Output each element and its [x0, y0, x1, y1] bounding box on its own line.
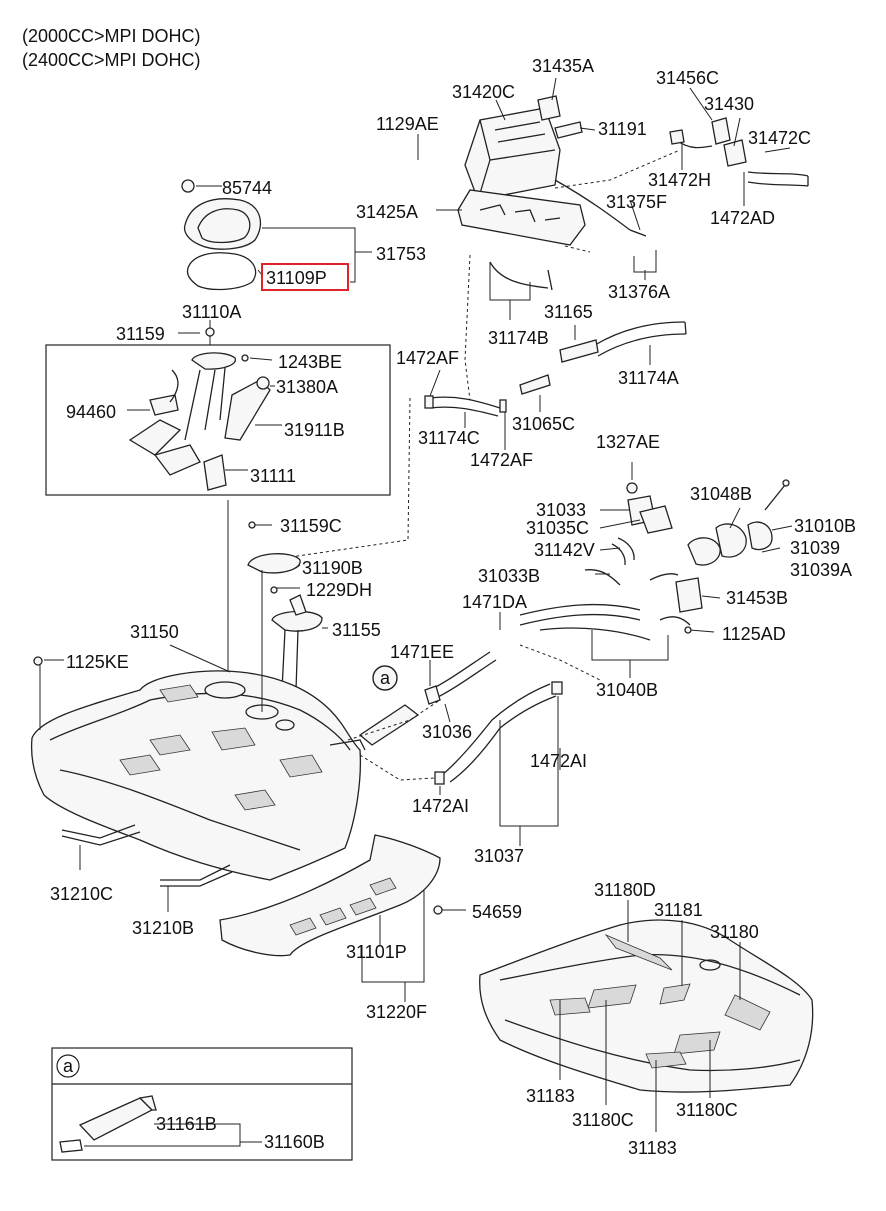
label-1129AE: 1129AE: [376, 114, 439, 134]
engine-variant-1: (2000CC>MPI DOHC): [22, 26, 201, 46]
label-31111: 31111: [250, 466, 296, 486]
part-labels: 31435A 31420C 31456C 31430 1129AE 31191 …: [50, 56, 856, 1158]
callout-a-circle: [372, 665, 398, 691]
label-31210B: 31210B: [132, 918, 194, 938]
fuel-tank-alt: [479, 900, 814, 1132]
label-31048B: 31048B: [690, 484, 752, 504]
label-1472AD: 1472AD: [710, 208, 775, 228]
fuel-lines-upper: [269, 321, 687, 561]
label-31180C-right: 31180C: [676, 1100, 738, 1120]
label-31174A: 31174A: [618, 368, 679, 388]
label-31174B: 31174B: [488, 328, 549, 348]
canister-leaders: [417, 77, 791, 401]
label-31035C: 31035C: [526, 518, 589, 538]
label-31180: 31180: [710, 922, 759, 942]
label-31010B: 31010B: [794, 516, 856, 536]
detail-a-box: [51, 1047, 353, 1161]
label-1472AI-left: 1472AI: [412, 796, 469, 816]
label-94460: 94460: [66, 402, 116, 422]
label-31161B: 31161B: [156, 1114, 217, 1134]
label-31160B: 31160B: [264, 1132, 325, 1152]
sender-assembly: [247, 521, 328, 691]
label-31150: 31150: [130, 622, 179, 642]
engine-variant-2: (2400CC>MPI DOHC): [22, 50, 201, 70]
label-31065C: 31065C: [512, 414, 575, 434]
label-31183-right: 31183: [628, 1138, 677, 1158]
label-1125KE: 1125KE: [66, 652, 129, 672]
label-1229DH: 1229DH: [306, 580, 372, 600]
filler-pipe: [347, 651, 563, 846]
label-31039: 31039: [790, 538, 840, 558]
detail-a-circle: [56, 1054, 80, 1078]
label-31430: 31430: [704, 94, 754, 114]
label-31036: 31036: [422, 722, 472, 742]
label-31181: 31181: [654, 900, 703, 920]
label-31039A: 31039A: [790, 560, 852, 580]
label-1471EE: 1471EE: [390, 642, 454, 662]
label-31456C: 31456C: [656, 68, 719, 88]
highlight-31109P: [261, 263, 349, 291]
canister-assembly: [457, 95, 809, 291]
label-31210C: 31210C: [50, 884, 113, 904]
label-31435A: 31435A: [532, 56, 594, 76]
label-31040B: 31040B: [596, 680, 658, 700]
label-31191: 31191: [598, 119, 647, 139]
label-1472AF-bottom: 1472AF: [470, 450, 533, 470]
label-31101P: 31101P: [346, 942, 407, 962]
label-31453B: 31453B: [726, 588, 788, 608]
label-31190B: 31190B: [302, 558, 363, 578]
label-31165: 31165: [544, 302, 593, 322]
label-31380A: 31380A: [276, 377, 338, 397]
label-1471DA: 1471DA: [462, 592, 527, 612]
label-callout-a: a: [380, 668, 391, 688]
label-1327AE: 1327AE: [596, 432, 660, 452]
label-31109P: 31109P: [266, 268, 327, 288]
label-31472H: 31472H: [648, 170, 711, 190]
label-31037: 31037: [474, 846, 524, 866]
label-31159C: 31159C: [280, 516, 342, 536]
label-31110A: 31110A: [182, 302, 241, 322]
label-31159-top: 31159: [116, 324, 165, 344]
label-31375F: 31375F: [606, 192, 667, 212]
label-1472AI-right: 1472AI: [530, 751, 587, 771]
label-31033: 31033: [536, 500, 586, 520]
fuel-pump-module-box: [45, 344, 391, 496]
fuel-pump-module: [127, 320, 282, 491]
filler-assembly: [499, 462, 793, 681]
label-1243BE: 1243BE: [278, 352, 342, 372]
label-31183-left: 31183: [526, 1086, 575, 1106]
detail-a-part: [59, 1095, 262, 1153]
label-1472AF-top: 1472AF: [396, 348, 459, 368]
label-31425A: 31425A: [356, 202, 418, 222]
label-31911B: 31911B: [284, 420, 345, 440]
label-31753: 31753: [376, 244, 426, 264]
label-31472C: 31472C: [748, 128, 811, 148]
label-31033B: 31033B: [478, 566, 540, 586]
label-31180C-left: 31180C: [572, 1110, 634, 1130]
label-85744: 85744: [222, 178, 272, 198]
label-54659: 54659: [472, 902, 522, 922]
fuel-tank-main: [30, 500, 366, 881]
label-31376A: 31376A: [608, 282, 670, 302]
label-31142V: 31142V: [534, 540, 595, 560]
label-31420C: 31420C: [452, 82, 515, 102]
label-31174C: 31174C: [418, 428, 480, 448]
label-detail-a: a: [63, 1056, 74, 1076]
label-1125AD: 1125AD: [722, 624, 786, 644]
label-31155: 31155: [332, 620, 381, 640]
label-31180D: 31180D: [594, 880, 656, 900]
label-31220F: 31220F: [366, 1002, 427, 1022]
tank-straps: [61, 824, 466, 1002]
